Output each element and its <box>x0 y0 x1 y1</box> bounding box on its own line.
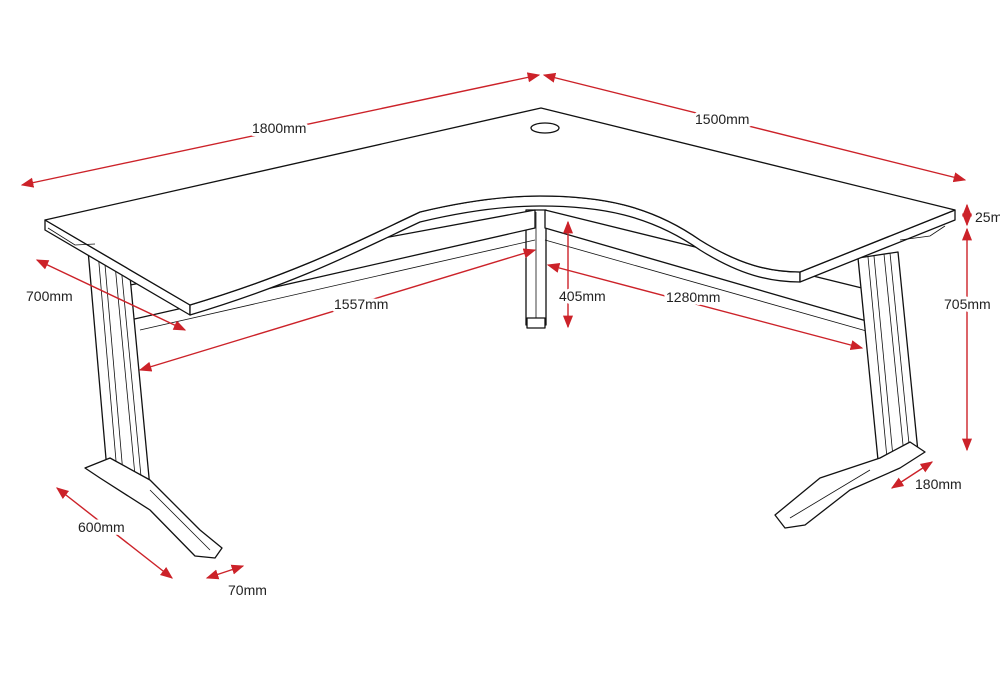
dimension-lines <box>20 72 973 580</box>
label-25: 25mm <box>975 209 1000 225</box>
label-405: 405mm <box>559 288 606 304</box>
right-leg <box>774 251 926 529</box>
label-600: 600mm <box>78 519 125 535</box>
label-1800: 1800mm <box>252 120 306 136</box>
label-1280: 1280mm <box>666 289 720 305</box>
dim-1557-line <box>138 248 537 372</box>
dim-1280-line <box>546 263 864 350</box>
label-1500: 1500mm <box>695 111 749 127</box>
label-180: 180mm <box>915 476 962 492</box>
label-1557: 1557mm <box>334 296 388 312</box>
dim-70-line <box>205 564 245 580</box>
dim-600-line <box>56 487 173 579</box>
cable-grommet <box>530 122 560 134</box>
label-705: 705mm <box>944 296 991 312</box>
dim-180-line <box>890 461 934 489</box>
dim-1800-line <box>20 72 541 188</box>
label-70: 70mm <box>228 582 267 598</box>
dim-1500-line <box>542 72 967 183</box>
label-700: 700mm <box>26 288 73 304</box>
